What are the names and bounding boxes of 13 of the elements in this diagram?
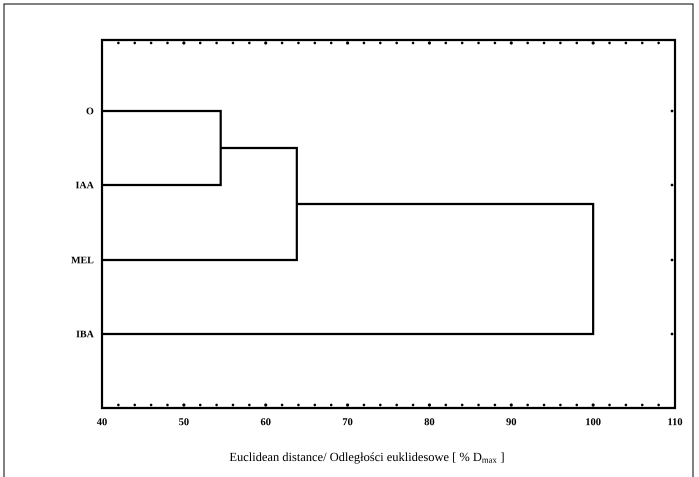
tick-label: 70	[342, 418, 352, 426]
axis-title: Euclidean distance/ Odległości euklidesowe [ % D$_{max}$ ]	[230, 452, 504, 464]
tick-label: 110	[668, 418, 682, 426]
tick-label: 100	[586, 418, 601, 426]
tick-label: 80	[424, 418, 434, 426]
tick-label: 40	[96, 418, 107, 426]
tick-label: 60	[260, 418, 271, 426]
tick-label: 50	[179, 418, 189, 426]
leaf-label: IBA	[76, 330, 94, 338]
leaf-label: IAA	[76, 182, 94, 188]
tick-label: 90	[506, 418, 516, 426]
leaf-label: O	[86, 108, 94, 114]
leaf-label: MEL	[71, 256, 94, 264]
